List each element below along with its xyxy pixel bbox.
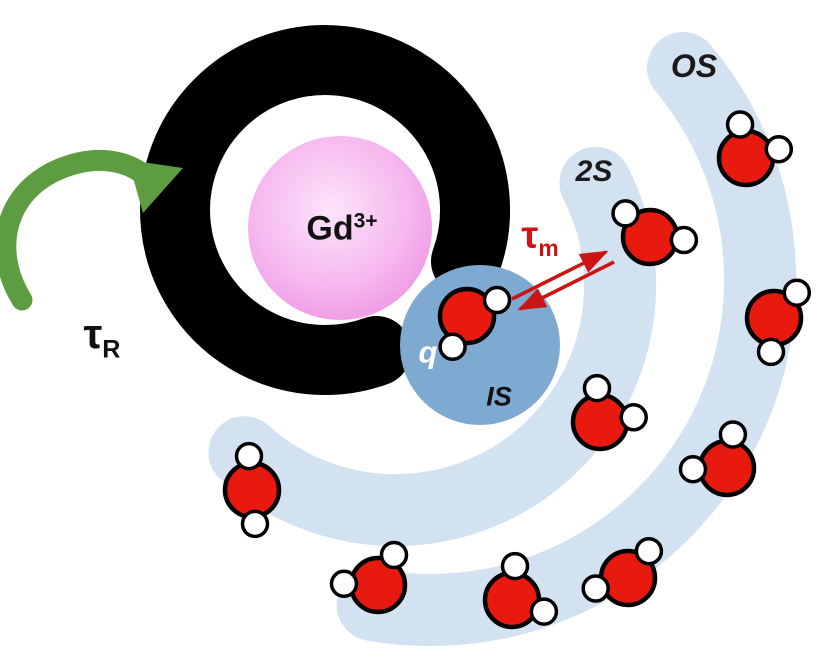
inner-sphere-label: IS [486, 381, 512, 412]
oxygen-atom [437, 286, 497, 346]
outer-sphere-water-1 [716, 110, 794, 188]
hydrogen-atom [582, 373, 612, 403]
hydrogen-atom [782, 278, 812, 307]
outer-sphere-water-5 [482, 551, 559, 630]
hydrogen-atom [611, 199, 640, 228]
hydrogen-atom [669, 225, 699, 255]
rotation-arrow-icon [0, 149, 161, 311]
oxygen-atom [222, 460, 282, 520]
gd-ion-label-charge: 3+ [353, 209, 378, 233]
exchange-time-label: τm [521, 216, 558, 259]
gd-ion-sphere [248, 136, 432, 320]
outer-sphere-water-3 [678, 420, 757, 498]
hydrogen-atom [234, 441, 264, 471]
second-sphere-water-2 [570, 373, 648, 452]
oxygen-atom [716, 128, 776, 188]
hydrogen-atom [529, 597, 559, 626]
outer-sphere-label: OS [670, 48, 718, 84]
inner-sphere-water [437, 285, 512, 362]
oxygen-atom [482, 570, 542, 630]
gd-ion-label: Gd3+ [306, 210, 377, 245]
second-sphere-band [208, 146, 657, 547]
rotation-time-label: τR [84, 313, 121, 363]
rotation-time-subscript: R [102, 335, 121, 364]
second-sphere-water-3 [222, 441, 282, 539]
hydrogen-atom [756, 337, 786, 367]
outer-sphere-water-2 [744, 278, 812, 367]
hydrogen-atom [240, 509, 270, 539]
hydrogen-atom [379, 540, 409, 570]
second-sphere-label: 2S [575, 155, 613, 188]
hydrogen-atom [725, 110, 755, 139]
water-molecules [222, 110, 812, 630]
hydrogen-atom [619, 403, 648, 432]
outer-sphere-water-4 [581, 536, 664, 608]
hydrogen-atom [634, 536, 664, 566]
exchange-time-symbol: τ [521, 214, 539, 257]
hydrogen-atom [438, 332, 467, 362]
oxygen-atom [570, 392, 630, 452]
hydration-number-label: q [418, 334, 438, 370]
hydrogen-atom [678, 454, 708, 484]
hydrogen-atom [329, 569, 359, 599]
hydrogen-atom [581, 574, 610, 603]
oxygen-atom [697, 438, 757, 498]
gd-ion-label-base: Gd [306, 209, 354, 248]
rotation-time-symbol: τ [83, 310, 103, 358]
exchange-time-subscript: m [538, 234, 559, 261]
hydrogen-atom [764, 134, 794, 164]
chelate-ring [140, 25, 511, 396]
water-exchange-arrow-in [517, 260, 615, 311]
hydrogen-atom [500, 551, 530, 581]
hydrogen-atom [718, 420, 748, 449]
rotation-arrowhead-icon [128, 160, 183, 213]
second-sphere-water-1 [611, 199, 699, 267]
hydrogen-atom [482, 285, 512, 315]
outer-sphere-water-6 [329, 540, 409, 615]
